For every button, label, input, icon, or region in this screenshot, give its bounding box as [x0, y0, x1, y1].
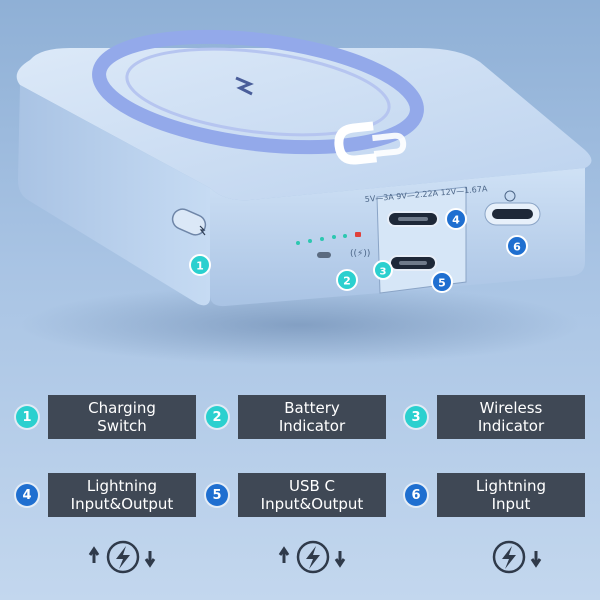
callout-label-line2: Input&Output [260, 495, 364, 513]
charging-switch-button [171, 208, 207, 236]
callout-usb-c-input-output: 5 USB C Input&Output [206, 473, 386, 517]
callout-label-line2: Indicator [278, 417, 346, 435]
svg-text:4: 4 [452, 214, 460, 227]
bidirectional-charge-icon [278, 540, 346, 574]
device-badge-6: 6 [506, 235, 528, 257]
callout-label: Lightning Input&Output [48, 473, 196, 517]
callout-label-line1: Wireless [479, 399, 543, 417]
callout-label-line1: Lightning [86, 477, 158, 495]
brand-logo-icon [334, 121, 407, 165]
device-top-surface [16, 48, 592, 201]
callout-label-line2: Switch [97, 417, 147, 435]
input-charge-icon [492, 540, 542, 574]
top-logo-icon [235, 76, 254, 96]
feature-callouts: 1 Charging Switch 2 Battery Indicator 3 … [0, 385, 600, 535]
device-badge-4: 4 [445, 208, 467, 230]
lightning-input-port [484, 190, 541, 226]
callout-label-line1: USB C [288, 477, 336, 495]
device-badge-2: 2 [336, 269, 358, 291]
magnetic-ring-inner [125, 47, 391, 137]
callout-label-line2: Input&Output [70, 495, 174, 513]
callout-charging-switch: 1 Charging Switch [16, 395, 196, 439]
callout-label-line2: Input [491, 495, 531, 513]
device-badge-5: 5 [431, 271, 453, 293]
callout-label-line1: Battery [284, 399, 340, 417]
callout-label: USB C Input&Output [238, 473, 386, 517]
callout-wireless-indicator: 3 Wireless Indicator [405, 395, 585, 439]
device-badge-3: 3 [373, 260, 393, 280]
power-bank-illustration: ((⚡)) 5V—3A 9V—2.22A 12V—1.67A 1 2 3 4 5… [16, 29, 592, 365]
device-shadow [20, 285, 580, 365]
callout-battery-indicator: 2 Battery Indicator [206, 395, 386, 439]
battery-indicator-lights [296, 234, 347, 258]
callout-number-badge: 6 [405, 484, 427, 506]
port-housing [376, 186, 467, 294]
callout-label: Charging Switch [48, 395, 196, 439]
magnetic-ring-outer [92, 29, 424, 155]
svg-text:6: 6 [513, 241, 521, 254]
svg-text:((⚡)): ((⚡)) [350, 249, 370, 259]
callout-label: Lightning Input [437, 473, 585, 517]
callout-number-badge: 5 [206, 484, 228, 506]
callout-label-line1: Charging [88, 399, 156, 417]
callout-lightning-input-output: 4 Lightning Input&Output [16, 473, 196, 517]
callout-number-badge: 3 [405, 406, 427, 428]
callout-label-line1: Lightning [475, 477, 547, 495]
device-left-side [18, 85, 210, 306]
svg-text:3: 3 [380, 267, 387, 278]
bidirectional-charge-icon [88, 540, 156, 574]
callout-label: Battery Indicator [238, 395, 386, 439]
callout-number-badge: 1 [16, 406, 38, 428]
callout-lightning-input: 6 Lightning Input [405, 473, 585, 517]
callout-number-badge: 4 [16, 484, 38, 506]
wireless-indicator-light: ((⚡)) [350, 232, 370, 259]
device-badge-1: 1 [189, 254, 211, 276]
callout-label: Wireless Indicator [437, 395, 585, 439]
svg-text:2: 2 [343, 275, 351, 288]
svg-text:5: 5 [438, 277, 446, 290]
svg-text:1: 1 [196, 260, 204, 273]
callout-label-line2: Indicator [477, 417, 545, 435]
callout-number-badge: 2 [206, 406, 228, 428]
